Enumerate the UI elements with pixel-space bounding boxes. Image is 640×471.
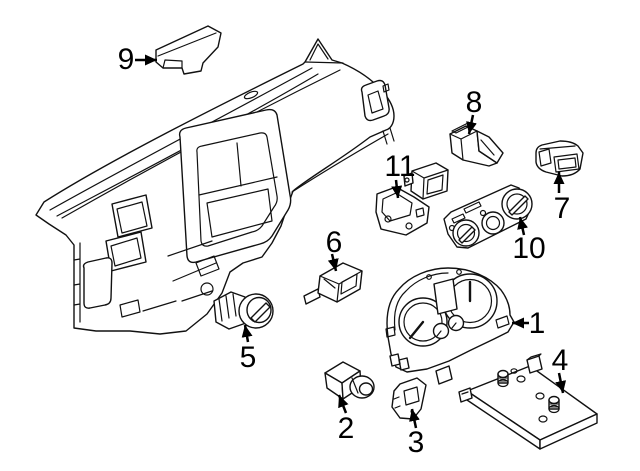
part-10-heater-control[interactable] [443,184,533,249]
callout-10-arrow [517,216,528,236]
callout-5-arrow [241,324,253,343]
callout-2-arrow [337,394,349,414]
callout-2-label[interactable]: 2 [338,412,355,445]
part-2-sensor[interactable] [324,361,375,400]
instrument-panel-art [35,38,395,335]
callout-11-label[interactable]: 11 [384,150,415,183]
callout-3-arrow [409,408,420,429]
callout-7-label[interactable]: 7 [554,192,571,225]
callout-6-label[interactable]: 6 [326,226,343,259]
callout-11-arrow [391,179,403,199]
callout-8-label[interactable]: 8 [466,86,483,119]
part-6-rocker-switch[interactable] [303,262,363,305]
part-5-headlamp-switch[interactable] [213,291,274,330]
part-4-control-module[interactable] [458,353,598,450]
callout-4-arrow [555,372,567,394]
callout-10-label[interactable]: 10 [512,232,545,265]
callout-8-arrow [466,114,477,135]
callout-4-label[interactable]: 4 [552,344,569,377]
callout-5-label[interactable]: 5 [240,341,257,374]
part-8-angled-switch[interactable] [449,122,504,167]
part-3-sensor-bracket[interactable] [391,377,427,420]
callout-9-label[interactable]: 9 [118,43,135,76]
callout-3-label[interactable]: 3 [408,426,425,459]
callout-1-label[interactable]: 1 [529,307,546,340]
callout-6-arrow [327,253,339,272]
part-7-push-switch[interactable] [535,140,584,177]
part-1-instrument-cluster[interactable] [385,267,515,385]
callout-arrows [135,54,567,429]
part-11-module-bracket[interactable] [375,162,449,236]
part-9-display-unit[interactable] [155,25,222,75]
